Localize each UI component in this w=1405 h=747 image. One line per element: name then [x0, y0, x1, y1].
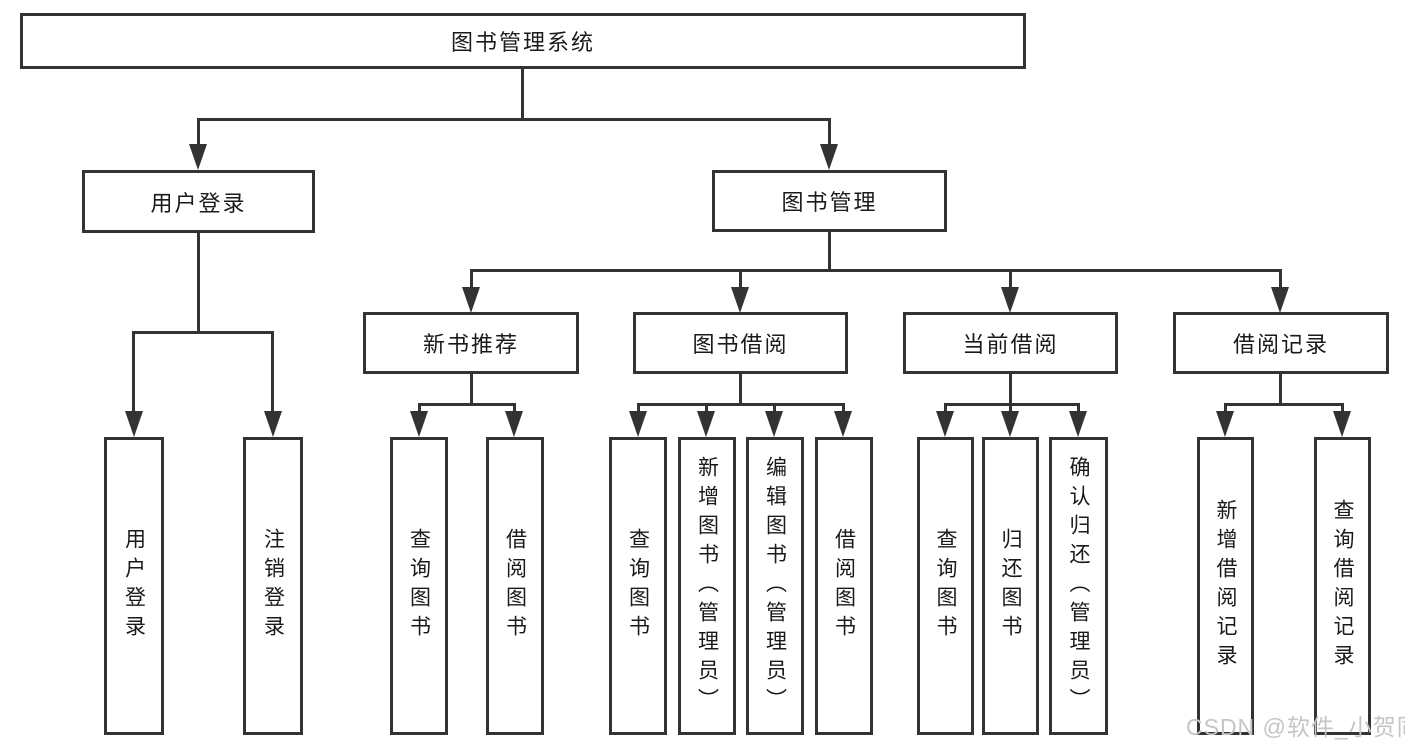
connector-line — [470, 269, 473, 291]
connector-line — [828, 118, 831, 146]
connector-line — [418, 403, 421, 415]
node-label: 借阅记录 — [1232, 332, 1329, 357]
connector-line — [132, 331, 135, 411]
node-leaf-add-books-admin: 新增图书（管理员） — [678, 437, 736, 735]
connector-line — [513, 403, 516, 415]
node-label: 图书管理 — [781, 190, 878, 215]
node-leaf-return-books: 归还图书 — [982, 437, 1039, 735]
connector-line — [705, 403, 708, 415]
node-label: 图书借阅 — [692, 332, 789, 357]
arrowhead-down-icon — [936, 411, 954, 437]
node-label: 新增图书（管理员） — [695, 455, 719, 717]
connector-line — [637, 403, 640, 415]
connector-line — [842, 403, 845, 415]
arrowhead-down-icon — [264, 411, 282, 437]
node-label: 查询图书 — [626, 528, 650, 644]
node-leaf-logout: 注销登录 — [243, 437, 303, 735]
node-label: 借阅图书 — [503, 528, 527, 644]
arrowhead-down-icon — [820, 144, 838, 170]
node-label: 查询图书 — [407, 528, 431, 644]
node-label: 当前借阅 — [962, 332, 1059, 357]
connector-line — [773, 403, 776, 415]
connector-line — [739, 269, 742, 291]
connector-line — [521, 69, 524, 121]
arrowhead-down-icon — [1001, 287, 1019, 313]
node-label: 归还图书 — [999, 528, 1022, 644]
connector-line — [1009, 269, 1012, 291]
arrowhead-down-icon — [1271, 287, 1289, 313]
node-user-login: 用户登录 — [82, 170, 315, 233]
node-leaf-borrow-books: 借阅图书 — [815, 437, 873, 735]
node-new-book-recommendation: 新书推荐 — [363, 312, 579, 374]
connector-line — [1077, 403, 1080, 415]
arrowhead-down-icon — [765, 411, 783, 437]
node-label: 查询图书 — [934, 528, 957, 644]
connector-line — [1009, 374, 1012, 406]
connector-line — [1009, 403, 1012, 415]
node-leaf-query-borrow-record: 查询借阅记录 — [1314, 437, 1371, 735]
node-leaf-recommend-query-books: 查询图书 — [390, 437, 448, 735]
connector-line — [418, 403, 516, 406]
connector-line — [739, 374, 742, 406]
node-label: 注销登录 — [261, 528, 285, 644]
node-leaf-current-query-books: 查询图书 — [917, 437, 974, 735]
node-label: 图书管理系统 — [450, 30, 595, 55]
arrowhead-down-icon — [462, 287, 480, 313]
node-book-borrowing: 图书借阅 — [633, 312, 848, 374]
arrowhead-down-icon — [1216, 411, 1234, 437]
connector-line — [1224, 403, 1344, 406]
node-label: 编辑图书（管理员） — [763, 455, 787, 717]
connector-line — [1341, 403, 1344, 415]
arrowhead-down-icon — [125, 411, 143, 437]
arrowhead-down-icon — [1333, 411, 1351, 437]
connector-line — [133, 331, 274, 334]
node-current-borrowing: 当前借阅 — [903, 312, 1118, 374]
node-leaf-add-borrow-record: 新增借阅记录 — [1197, 437, 1254, 735]
connector-line — [1224, 403, 1227, 415]
node-leaf-confirm-return-admin: 确认归还（管理员） — [1049, 437, 1108, 735]
arrowhead-down-icon — [731, 287, 749, 313]
arrowhead-down-icon — [629, 411, 647, 437]
connector-line — [197, 118, 200, 146]
node-leaf-edit-books-admin: 编辑图书（管理员） — [746, 437, 804, 735]
arrowhead-down-icon — [1069, 411, 1087, 437]
connector-line — [828, 232, 831, 272]
connector-line — [197, 233, 200, 333]
node-book-management: 图书管理 — [712, 170, 947, 232]
node-label: 新增借阅记录 — [1214, 499, 1237, 673]
node-label: 新书推荐 — [422, 332, 519, 357]
node-leaf-recommend-borrow-books: 借阅图书 — [486, 437, 544, 735]
connector-line — [944, 403, 1080, 406]
connector-line — [1279, 374, 1282, 406]
connector-line — [470, 374, 473, 406]
node-leaf-borrow-query-books: 查询图书 — [609, 437, 667, 735]
node-label: 用户登录 — [150, 190, 247, 216]
connector-line — [944, 403, 947, 415]
connector-line — [1279, 269, 1282, 291]
node-library-management-system: 图书管理系统 — [20, 13, 1026, 69]
connector-line — [637, 403, 845, 406]
connector-line — [271, 331, 274, 411]
node-label: 借阅图书 — [832, 528, 856, 644]
arrowhead-down-icon — [189, 144, 207, 170]
node-label: 确认归还（管理员） — [1067, 455, 1090, 717]
connector-line — [197, 118, 831, 121]
arrowhead-down-icon — [410, 411, 428, 437]
node-label: 用户登录 — [122, 528, 146, 644]
arrowhead-down-icon — [1001, 411, 1019, 437]
arrowhead-down-icon — [697, 411, 715, 437]
connector-line — [470, 269, 1282, 272]
node-label: 查询借阅记录 — [1331, 499, 1354, 673]
node-leaf-user-login: 用户登录 — [104, 437, 164, 735]
arrowhead-down-icon — [505, 411, 523, 437]
node-borrowing-records: 借阅记录 — [1173, 312, 1389, 374]
csdn-watermark: CSDN @软件_小贺同学 — [1186, 714, 1405, 740]
arrowhead-down-icon — [834, 411, 852, 437]
